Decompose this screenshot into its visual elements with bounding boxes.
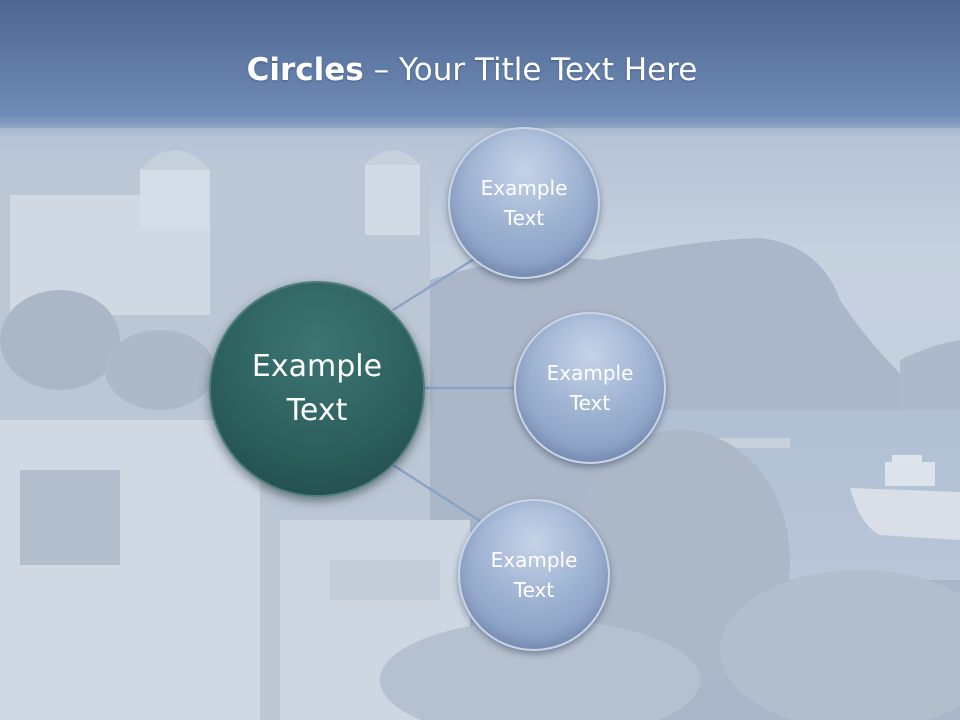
connector-line-bottom — [392, 463, 481, 523]
title-bold: Circles — [246, 52, 364, 88]
satellite-circle-label: Example Text — [546, 361, 634, 415]
satellite-circle-label: Example Text — [490, 548, 578, 602]
connector-line-top — [392, 257, 475, 312]
satellite-circle-label: Example Text — [480, 176, 568, 230]
slide-title: Circles – Your Title Text Here — [0, 52, 944, 88]
satellite-circle-middle: Example Text — [514, 312, 666, 464]
center-circle-label: Example Text — [251, 349, 383, 428]
title-rest: – Your Title Text Here — [363, 52, 698, 88]
satellite-circle-bottom: Example Text — [458, 499, 610, 651]
satellite-circle-top: Example Text — [448, 127, 600, 279]
center-circle: Example Text — [209, 281, 425, 497]
